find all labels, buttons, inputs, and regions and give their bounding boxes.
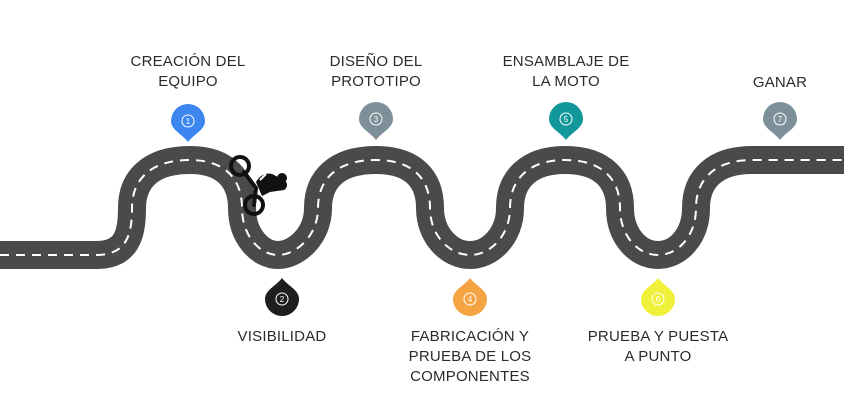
milestone-label-line: EQUIPO [158, 73, 218, 90]
road [0, 146, 844, 269]
milestone-label-1: CREACIÓN DEL EQUIPO [98, 52, 278, 92]
milestone-label-line: CREACIÓN DEL [130, 53, 246, 70]
milestone-label-line: GANAR [752, 74, 808, 91]
milestone-label-7: GANAR [690, 73, 852, 93]
milestone-pin-6: 6 [641, 278, 675, 316]
pin-number-ring [463, 292, 477, 306]
pin-number: 5 [564, 115, 569, 124]
milestone-label-line: PRUEBA DE LOS [408, 348, 532, 365]
milestone-label-line: PRUEBA Y PUESTA [587, 328, 729, 345]
milestone-pins: 1 2 3 4 5 6 7 [171, 102, 797, 316]
pin-marker-icon [359, 102, 393, 140]
pin-marker-icon [171, 104, 205, 142]
pin-number-ring [369, 112, 383, 126]
milestone-pin-7: 7 [763, 102, 797, 140]
milestone-label-6: PRUEBA Y PUESTA A PUNTO [568, 327, 748, 367]
pin-marker-icon [763, 102, 797, 140]
milestone-pin-1: 1 [171, 104, 205, 142]
milestone-pin-4: 4 [453, 278, 487, 316]
milestone-label-5: ENSAMBLAJE DE LA MOTO [476, 52, 656, 92]
pin-number: 3 [374, 115, 379, 124]
milestone-label-line: ENSAMBLAJE DE [502, 53, 630, 70]
milestone-label-3: DISEÑO DEL PROTOTIPO [286, 52, 466, 92]
pin-marker-icon [265, 278, 299, 316]
milestone-label-line: VISIBILIDAD [237, 328, 327, 345]
milestone-pin-5: 5 [549, 102, 583, 140]
milestone-label-line: DISEÑO DEL [329, 53, 423, 70]
motorcycle-rider-icon [229, 155, 287, 216]
milestone-label-line: FABRICACIÓN Y [410, 328, 530, 345]
pin-number: 6 [656, 295, 661, 304]
milestone-label-line: COMPONENTES [410, 368, 530, 385]
milestone-label-4: FABRICACIÓN Y PRUEBA DE LOS COMPONENTES [380, 327, 560, 387]
pin-number-ring [773, 112, 787, 126]
milestone-label-line: PROTOTIPO [331, 73, 421, 90]
milestone-label-line: A PUNTO [624, 348, 692, 365]
milestone-label-2: VISIBILIDAD [192, 327, 372, 347]
milestone-label-line: LA MOTO [532, 73, 600, 90]
pin-marker-icon [453, 278, 487, 316]
pin-marker-icon [641, 278, 675, 316]
pin-marker-icon [549, 102, 583, 140]
pin-number: 1 [186, 117, 191, 126]
pin-number-ring [181, 114, 195, 128]
pin-number: 4 [468, 295, 473, 304]
pin-number-ring [275, 292, 289, 306]
pin-number: 2 [280, 295, 285, 304]
pin-number-ring [651, 292, 665, 306]
pin-number: 7 [778, 115, 783, 124]
milestone-pin-3: 3 [359, 102, 393, 140]
milestone-pin-2: 2 [265, 278, 299, 316]
road-center-line [0, 158, 844, 257]
pin-number-ring [559, 112, 573, 126]
